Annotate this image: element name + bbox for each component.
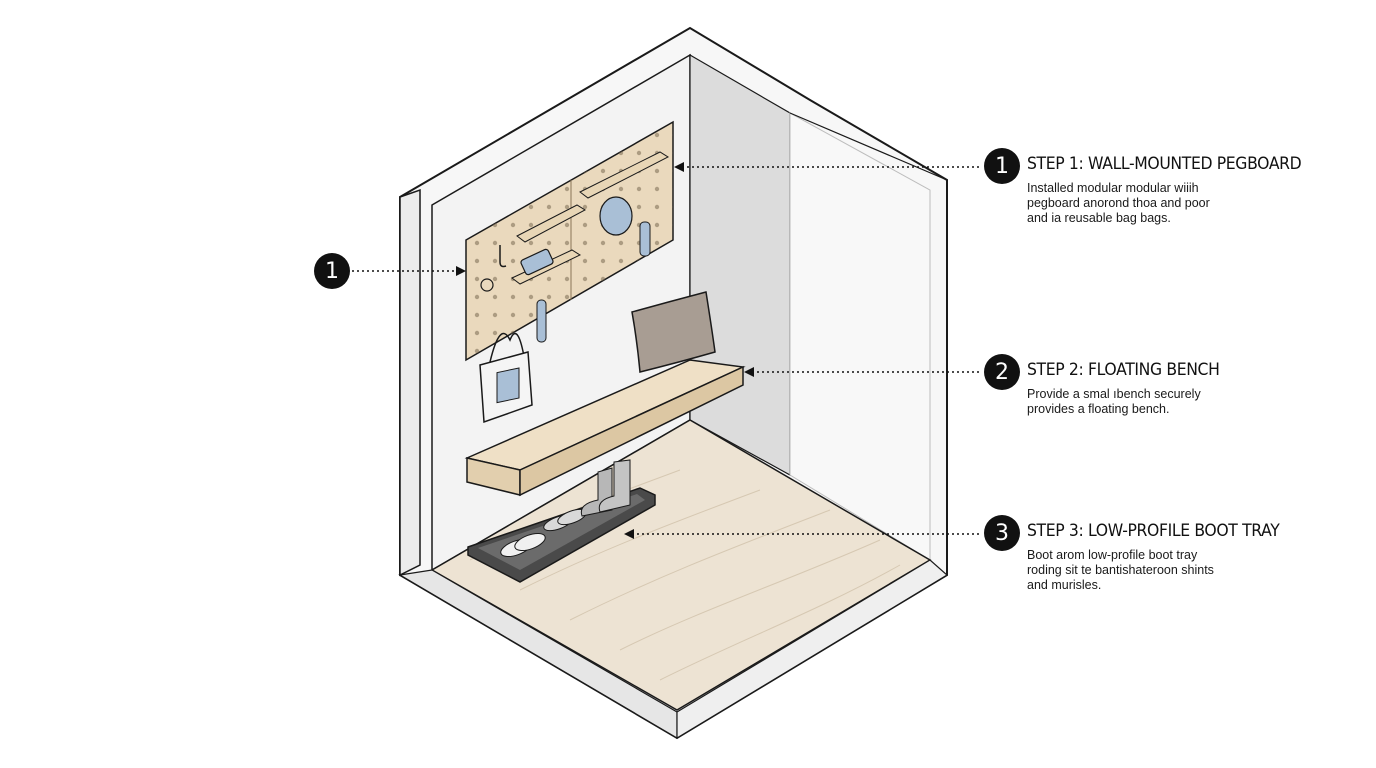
leader-arrowheads: [456, 162, 754, 539]
floating-bench: [464, 359, 746, 497]
boot-tray: [467, 459, 656, 583]
pegboard: [465, 120, 674, 362]
callout-leaders: [352, 166, 982, 535]
step-2-title: STEP 2: FLOATING BENCH: [1027, 360, 1220, 380]
step-1-badge: 1: [984, 148, 1020, 184]
step-3-title: STEP 3: LOW-PROFILE BOOT TRAY: [1027, 521, 1280, 541]
floor: [398, 419, 949, 740]
step-3-badge: 3: [984, 515, 1020, 551]
cushion: [631, 291, 716, 373]
step-2-badge: 2: [984, 354, 1020, 390]
step-1-description: Installed modular modular wiiih pegboard…: [1027, 181, 1210, 225]
step-3-description: Boot arom low-profile boot tray roding s…: [1027, 548, 1214, 592]
step-1-title: STEP 1: WALL-MOUNTED PEGBOARD: [1027, 154, 1302, 174]
step-2-description: Provide a smal ıbench securely provides …: [1027, 387, 1201, 416]
tote-bag: [479, 332, 533, 424]
callout-badge-left: 1: [314, 253, 350, 289]
